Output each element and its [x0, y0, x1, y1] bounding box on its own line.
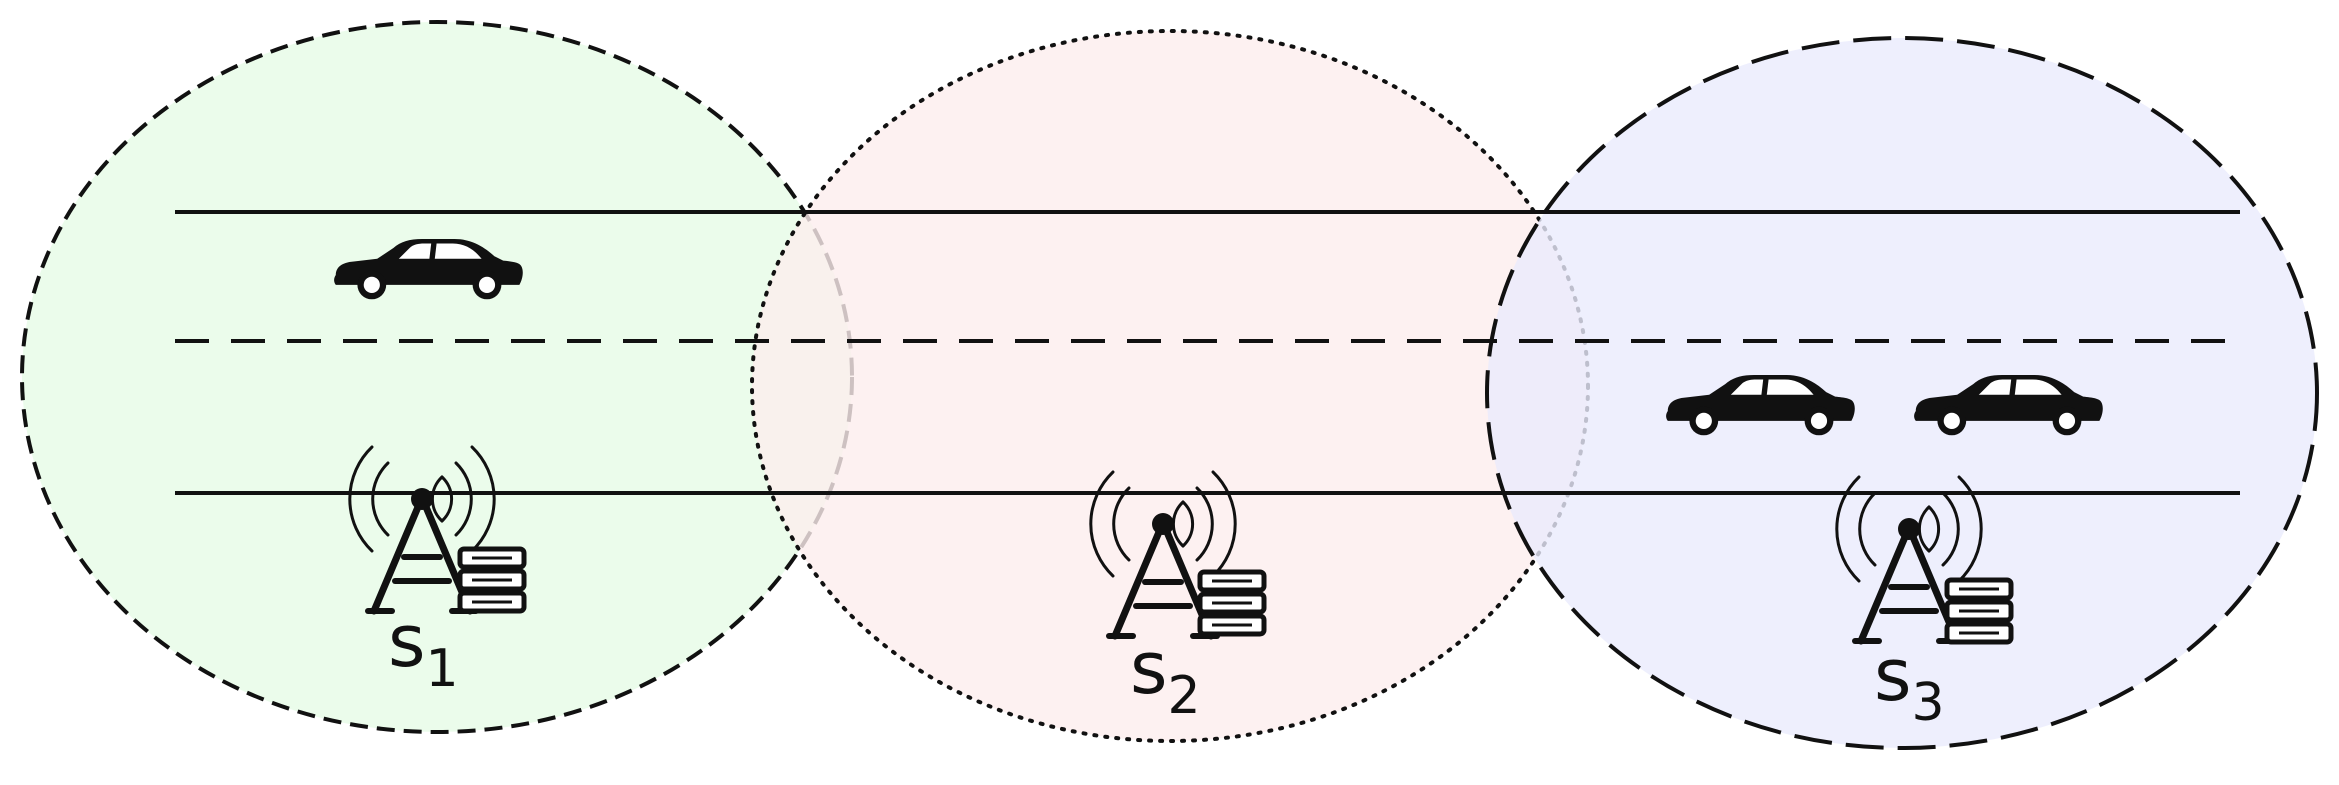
station-label-s3: s3 — [1874, 633, 1945, 733]
coverage-area-s3 — [1485, 36, 2319, 750]
station-label-s1: s1 — [388, 599, 459, 699]
server-stack-icon — [1200, 572, 1264, 634]
server-stack-icon — [1947, 580, 2011, 642]
station-label-s2: s2 — [1130, 626, 1201, 726]
server-stack-icon — [460, 549, 524, 611]
coverage-area-s1 — [20, 20, 854, 734]
coverage-area-s2 — [750, 29, 1590, 743]
